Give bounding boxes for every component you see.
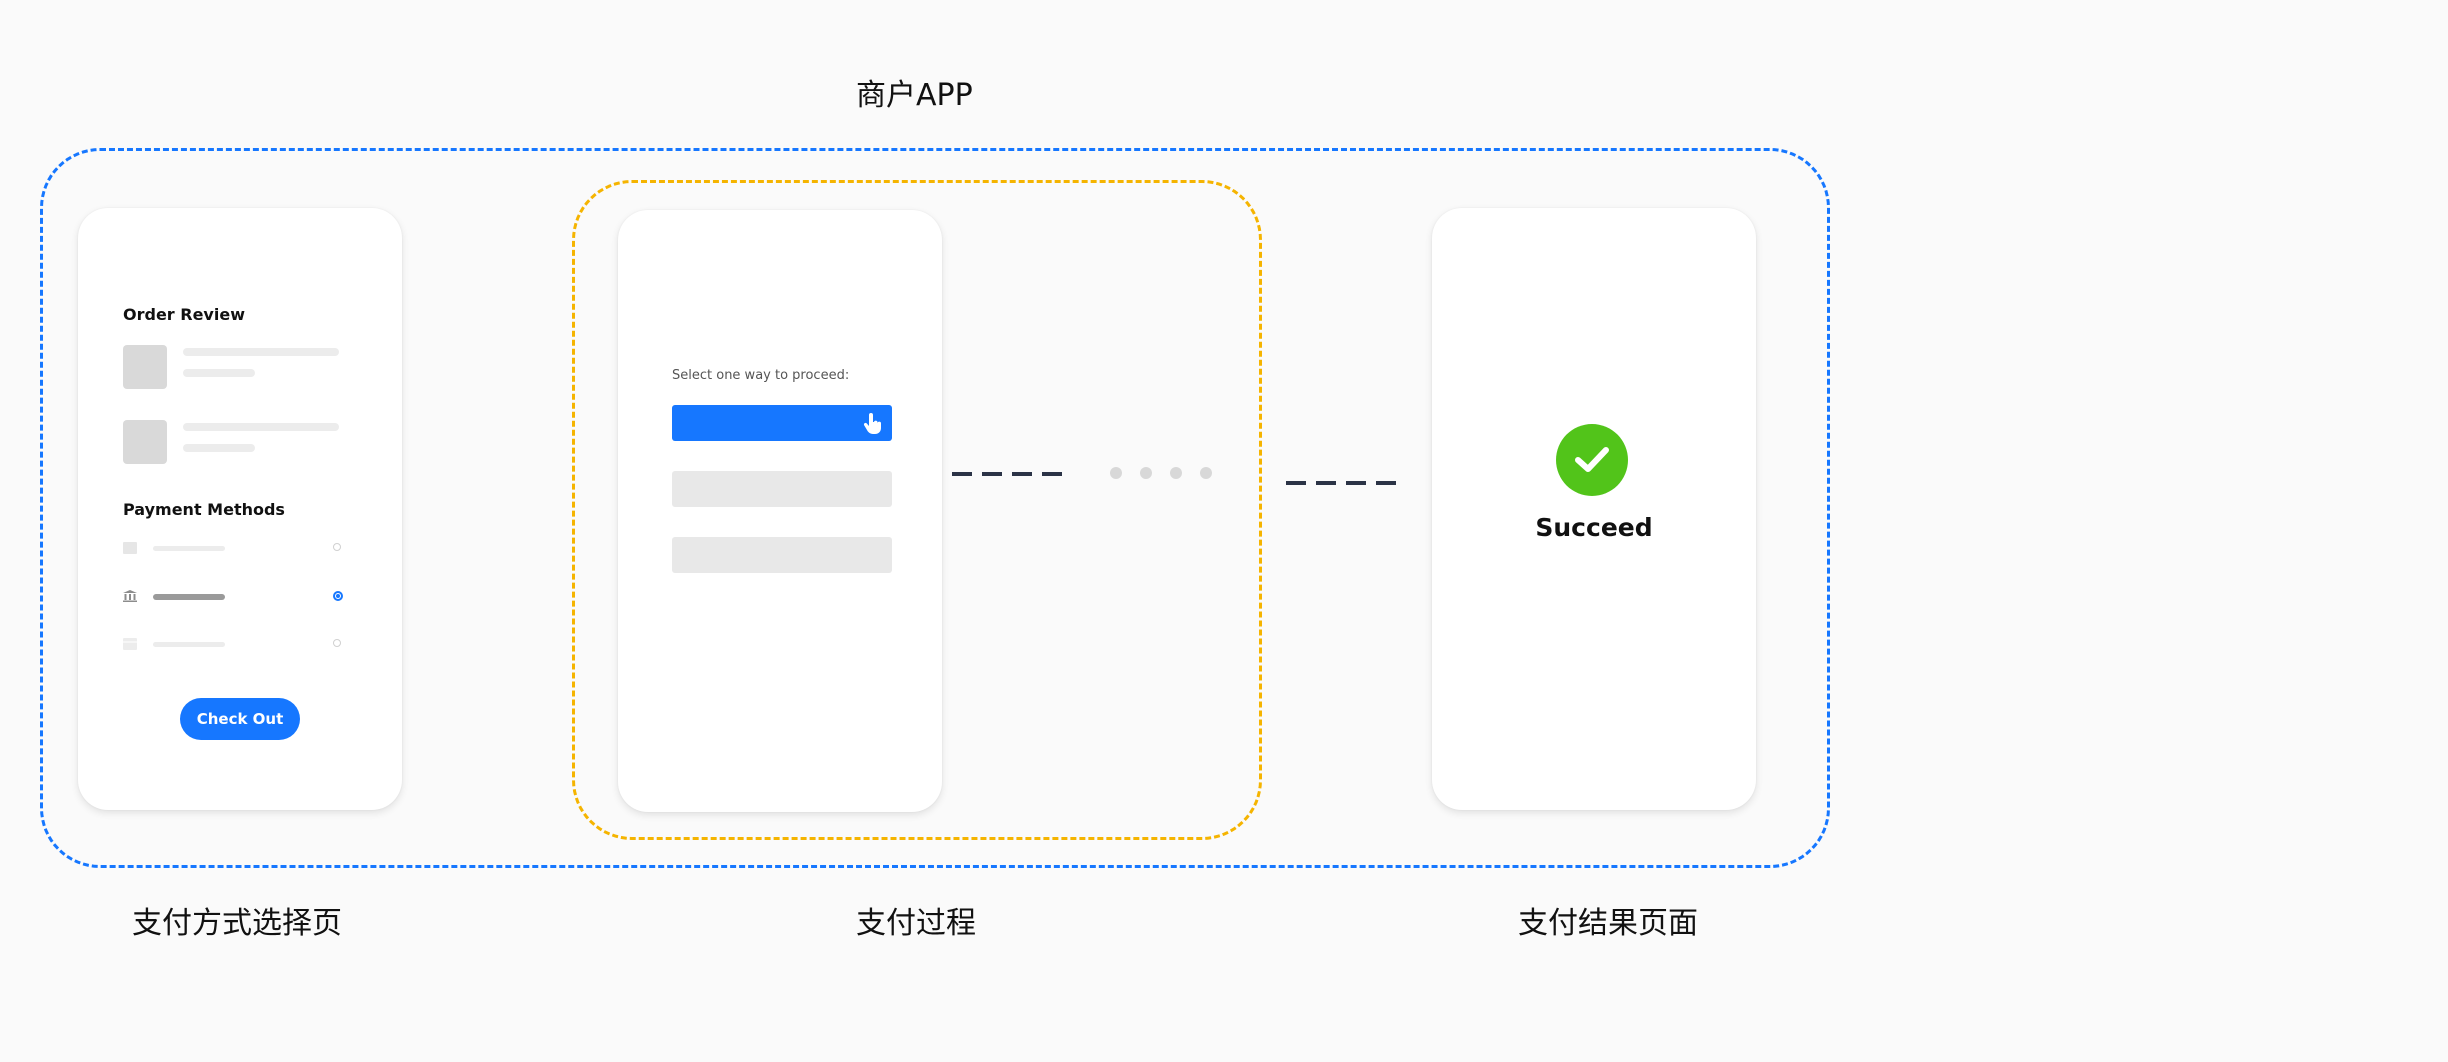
flow-connector-dashed xyxy=(1286,481,1406,485)
card-icon xyxy=(123,542,137,554)
order-item-placeholder-line xyxy=(183,369,255,377)
payment-method-option[interactable] xyxy=(123,542,137,554)
order-item-thumbnail xyxy=(123,420,167,464)
proceed-prompt: Select one way to proceed: xyxy=(672,368,850,383)
order-item-thumbnail xyxy=(123,345,167,389)
payment-process-screen xyxy=(618,210,942,812)
payment-process-frame xyxy=(572,180,1262,840)
success-status: Succeed xyxy=(1535,513,1653,542)
order-review-title: Order Review xyxy=(123,305,245,324)
ellipsis-dot xyxy=(1200,467,1212,479)
payment-result-screen xyxy=(1432,208,1756,810)
check-out-button[interactable]: Check Out xyxy=(180,698,300,740)
success-badge xyxy=(1556,424,1628,496)
label-result-page: 支付结果页面 xyxy=(1518,906,1698,941)
payment-method-radio[interactable] xyxy=(333,543,341,551)
payment-method-placeholder-line xyxy=(153,642,225,647)
order-item-placeholder-line xyxy=(183,444,255,452)
bank-icon xyxy=(123,590,137,602)
hand-pointer-icon xyxy=(863,413,881,434)
label-selection-page: 支付方式选择页 xyxy=(132,906,342,941)
app-title: 商户APP xyxy=(856,78,973,113)
payment-method-option[interactable] xyxy=(123,638,137,650)
merchant-app-frame xyxy=(40,148,1830,868)
ellipsis-dot xyxy=(1110,467,1122,479)
label-payment-process: 支付过程 xyxy=(856,906,976,941)
card-icon xyxy=(123,638,137,650)
check-icon xyxy=(1575,447,1609,472)
payment-method-radio[interactable] xyxy=(333,639,341,647)
payment-method-placeholder-line xyxy=(153,594,225,600)
ellipsis-dot xyxy=(1140,467,1152,479)
payment-method-option-selected[interactable] xyxy=(123,590,137,602)
payment-method-radio-selected[interactable] xyxy=(333,591,343,601)
order-item-placeholder-line xyxy=(183,423,339,431)
proceed-option[interactable] xyxy=(672,537,892,573)
proceed-option-primary[interactable] xyxy=(672,405,892,441)
proceed-option[interactable] xyxy=(672,471,892,507)
payment-method-placeholder-line xyxy=(153,546,225,551)
ellipsis-dot xyxy=(1170,467,1182,479)
payment-methods-title: Payment Methods xyxy=(123,500,285,519)
flow-connector-dashed xyxy=(952,472,1072,476)
order-item-placeholder-line xyxy=(183,348,339,356)
